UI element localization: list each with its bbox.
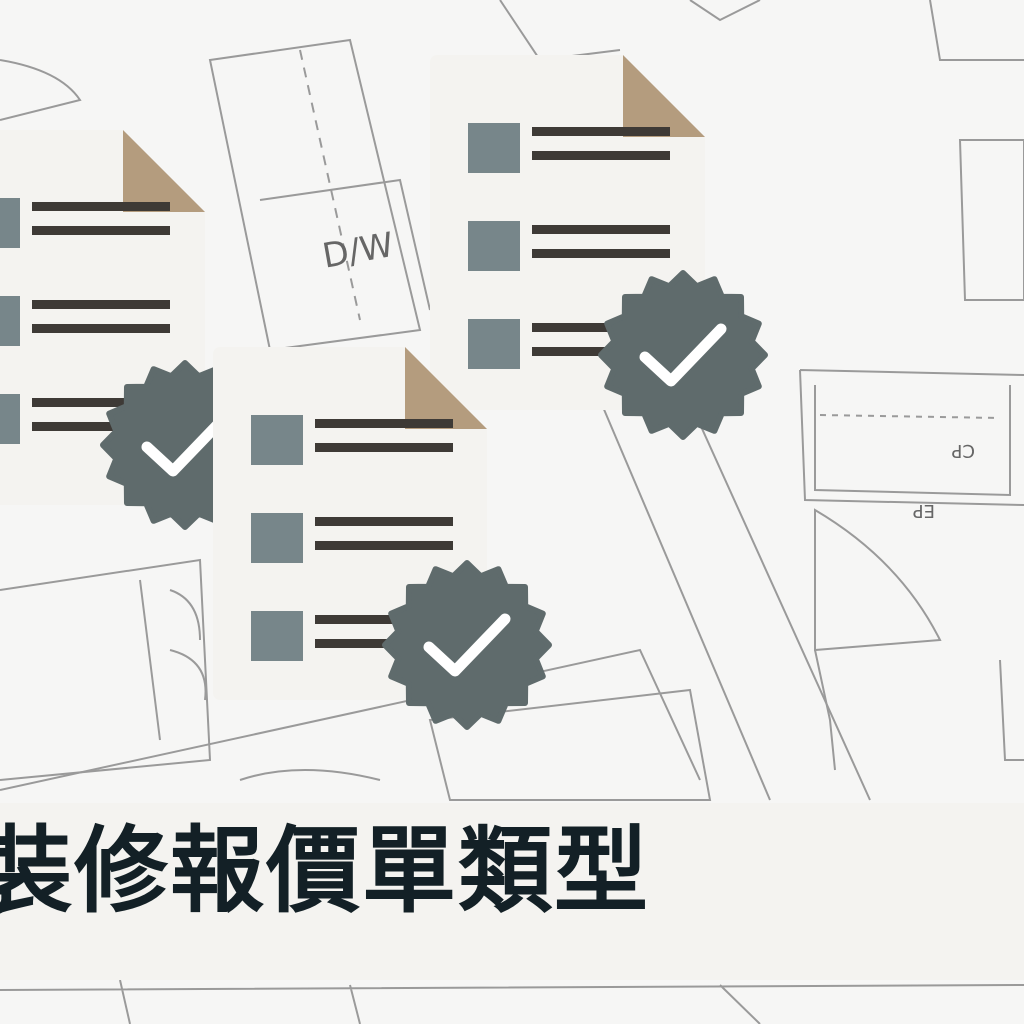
text-line <box>32 398 170 407</box>
text-line <box>315 615 453 624</box>
text-line <box>32 422 170 431</box>
text-line <box>532 127 670 136</box>
text-line <box>532 225 670 234</box>
checkbox-square <box>468 221 520 271</box>
checkmark-icon <box>141 413 229 477</box>
checkbox-square <box>251 611 303 661</box>
checkbox-square <box>468 319 520 369</box>
text-line <box>532 323 670 332</box>
verified-badge-icon <box>598 270 768 440</box>
folded-corner <box>623 55 705 137</box>
page-title: 裝修報價單類型 <box>0 817 651 926</box>
checkmark-icon <box>423 613 511 677</box>
checkbox-square <box>0 198 20 248</box>
text-line <box>32 202 170 211</box>
text-line <box>32 226 170 235</box>
checkbox-square <box>468 123 520 173</box>
text-line <box>532 249 670 258</box>
checklist-document-top-right <box>430 55 768 440</box>
checkbox-square <box>0 296 20 346</box>
plan-label-ep: EP <box>913 500 935 521</box>
text-line <box>315 517 453 526</box>
plan-label-cp: CP <box>951 440 975 461</box>
folded-corner <box>405 347 487 429</box>
title-banner: 裝修報價單類型 <box>0 803 1024 980</box>
folded-corner <box>123 130 205 212</box>
checkbox-square <box>251 415 303 465</box>
checkbox-square <box>0 394 20 444</box>
text-line <box>532 151 670 160</box>
checkmark-icon <box>639 323 727 387</box>
text-line <box>315 443 453 452</box>
text-line <box>32 300 170 309</box>
checkbox-square <box>251 513 303 563</box>
text-line <box>32 324 170 333</box>
text-line <box>315 419 453 428</box>
verified-badge-icon <box>382 560 552 730</box>
text-line <box>315 541 453 550</box>
checklist-document-center <box>213 347 552 730</box>
